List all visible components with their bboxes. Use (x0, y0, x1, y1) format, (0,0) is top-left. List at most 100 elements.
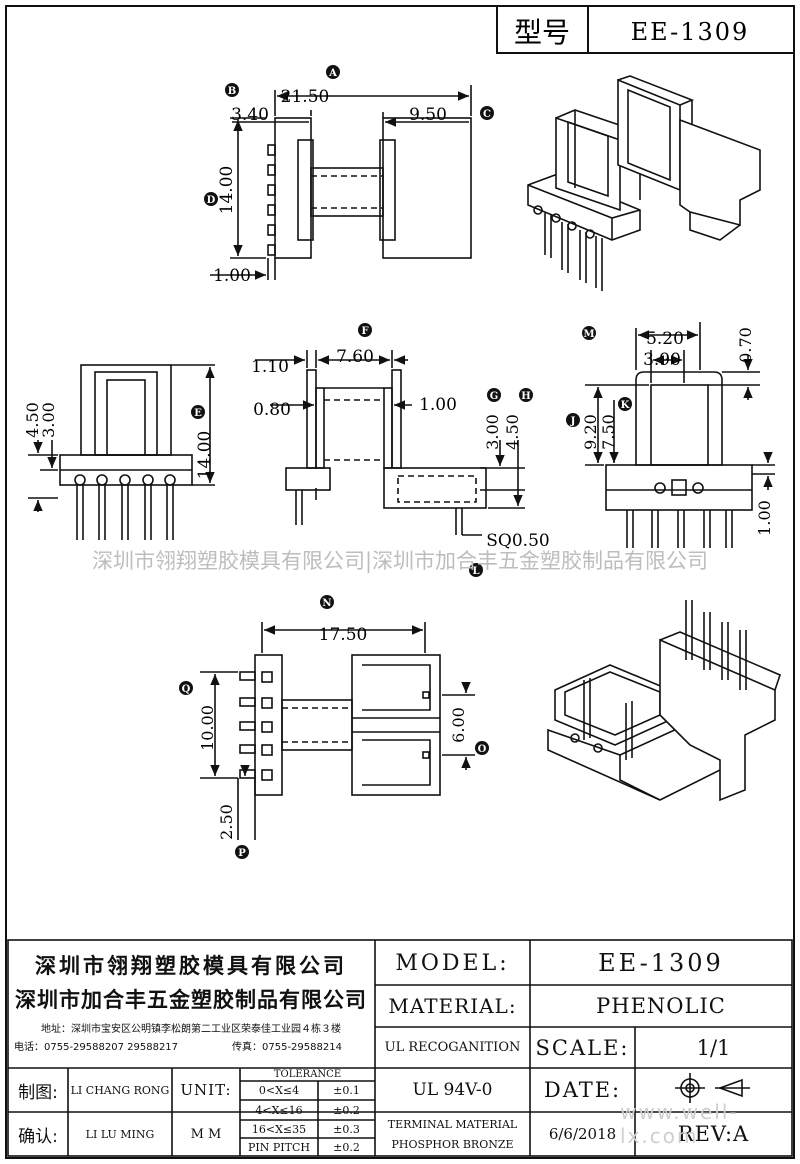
marker-e: E (191, 405, 205, 419)
tolerance-value: ±0.1 (333, 1084, 360, 1097)
dim-E-b: 3.00 (39, 402, 58, 438)
check-label: 确认: (18, 1126, 58, 1147)
marker-label: M (583, 329, 594, 340)
tolerance-value: ±0.2 (333, 1140, 360, 1154)
tolerance-range: PIN PITCH (248, 1140, 310, 1154)
dim-M: 5.20 (646, 329, 684, 349)
company-fax: 传真：0755-29588214 (232, 1042, 342, 1053)
marker-a: A (326, 65, 340, 79)
marker-label: J (570, 416, 576, 427)
header-model-value: EE-1309 (631, 18, 750, 46)
marker-label: L (472, 566, 479, 577)
marker-label: C (483, 109, 491, 120)
scale-value: 1/1 (696, 1035, 731, 1060)
scale-label: SCALE: (535, 1035, 630, 1060)
dim-N: 17.50 (319, 625, 368, 645)
marker-label: H (521, 391, 530, 402)
terminal-value: PHOSPHOR BRONZE (391, 1137, 514, 1151)
view-side-right (585, 322, 775, 548)
dim-P: 2.50 (217, 804, 236, 840)
marker-label: G (490, 391, 499, 402)
marker-label: D (207, 195, 216, 206)
marker-label: P (238, 848, 246, 859)
dim-M3: 1.00 (755, 500, 774, 536)
marker-d: D (204, 192, 218, 206)
marker-k: K (618, 397, 632, 411)
marker-label: K (621, 400, 630, 411)
dim-O: 6.00 (449, 707, 468, 743)
tolerance-range: 0<X≤4 (258, 1084, 300, 1097)
drawn-label: 制图: (18, 1082, 58, 1103)
date-value: 6/6/2018 (548, 1125, 617, 1143)
tolerance-value: ±0.3 (333, 1122, 360, 1136)
view-bottom (200, 622, 475, 840)
marker-p: P (235, 845, 249, 859)
watermark-text: 深圳市翎翔塑胶模具有限公司|深圳市加合丰五金塑胶制品有限公司 (91, 549, 709, 573)
header-model-label: 型号 (514, 16, 570, 49)
view-side-left (28, 364, 215, 540)
marker-label: N (322, 598, 331, 609)
view-iso-bottom (547, 600, 781, 802)
unit-label: UNIT: (180, 1081, 232, 1099)
marker-g: G (487, 388, 501, 402)
dim-Q: 10.00 (198, 705, 217, 751)
company-address: 地址：深圳市宝安区公明镇李松朗第二工业区荣泰佳工业园４栋３楼 (41, 1023, 341, 1035)
ul-value: UL 94V-0 (412, 1080, 493, 1100)
dim-F-b: 0.80 (253, 400, 291, 420)
marker-o: O (475, 741, 489, 755)
marker-j: J (566, 413, 580, 427)
dim-E-a: 4.50 (23, 402, 42, 438)
projection-symbol-icon (675, 1073, 750, 1103)
dim-F-a: 1.10 (251, 357, 289, 377)
material-label: MATERIAL: (388, 994, 517, 1018)
marker-label: F (361, 326, 368, 337)
dim-D-pin: 1.00 (213, 266, 251, 286)
unit-value: M M (190, 1126, 222, 1142)
company-name-1: 深圳市翎翔塑胶模具有限公司 (35, 954, 347, 978)
dim-F-c: 1.00 (419, 395, 457, 415)
drawn-by: LI CHANG RONG (70, 1083, 170, 1097)
date-label: DATE: (543, 1078, 622, 1102)
marker-group: A B C D E F G H J K L M N O P Q (179, 65, 632, 859)
tolerance-value: ±0.2 (333, 1103, 360, 1117)
dim-A: 21.50 (281, 87, 330, 107)
dim-C: 9.50 (409, 105, 447, 125)
company-phone: 电话：0755-29588207 29588217 (14, 1042, 179, 1053)
watermark-url: www.well-lx.com (620, 1100, 739, 1148)
dim-H: 4.50 (503, 414, 522, 450)
marker-label: E (194, 408, 202, 419)
dim-F: 7.60 (336, 347, 374, 367)
marker-n: N (320, 595, 334, 609)
marker-h: H (519, 388, 533, 402)
marker-b: B (225, 83, 239, 97)
marker-f: F (358, 323, 372, 337)
tolerance-range: 16<X≤35 (251, 1122, 307, 1136)
marker-l: L (469, 563, 483, 577)
dim-G: 3.00 (483, 414, 502, 450)
view-front-top (210, 85, 472, 280)
material-value: PHENOLIC (596, 994, 726, 1018)
dim-K: 7.50 (599, 414, 618, 450)
marker-c: C (480, 106, 494, 120)
sheet-border (5, 5, 795, 1159)
tolerance-range: 4<X≤16 (255, 1103, 303, 1117)
tolerance-title: TOLERANCE (273, 1069, 342, 1080)
dim-E: 14.00 (195, 431, 215, 480)
ul-label: UL RECOGANITION (384, 1040, 521, 1055)
header-box: 型号 EE-1309 (496, 5, 795, 54)
marker-label: A (328, 68, 337, 79)
marker-label: B (228, 86, 236, 97)
dim-D: 14.00 (217, 166, 237, 215)
dim-J: 9.20 (581, 414, 600, 450)
marker-m: M (582, 326, 596, 340)
dim-M2: 0.70 (736, 327, 755, 363)
terminal-label: TERMINAL MATERIAL (387, 1117, 518, 1131)
title-block-lines (7, 939, 793, 1157)
checked-by: LI LU MING (85, 1127, 155, 1141)
marker-label: Q (182, 684, 191, 695)
dim-L2: 3.90 (643, 350, 681, 370)
marker-q: Q (179, 681, 193, 695)
company-name-2: 深圳市加合丰五金塑胶制品有限公司 (15, 988, 367, 1012)
